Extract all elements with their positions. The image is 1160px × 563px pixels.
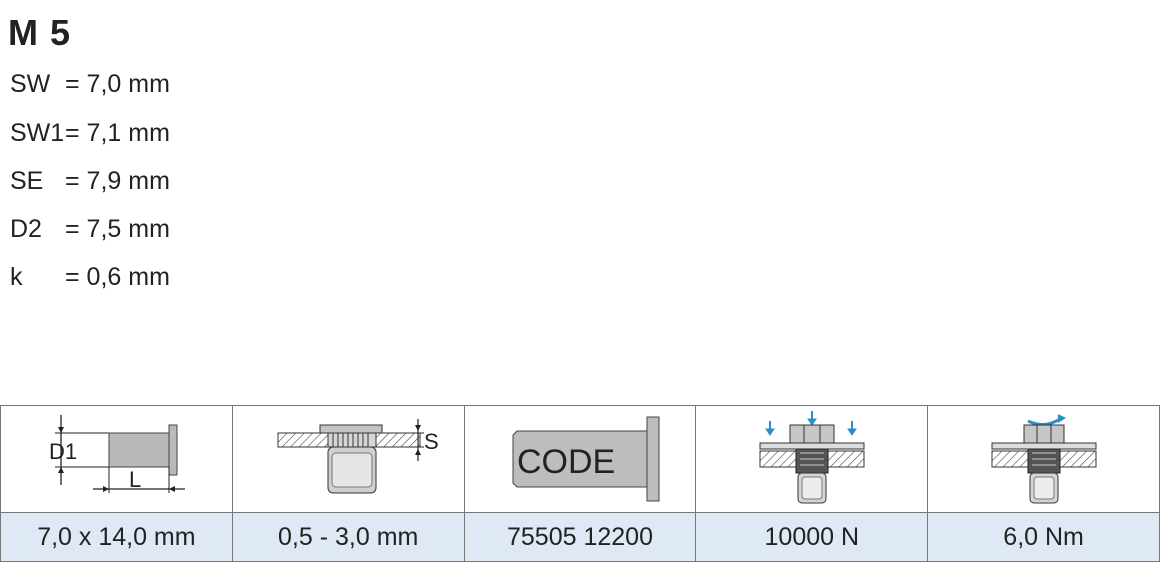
- spec-value: = 0,6 mm: [65, 263, 170, 291]
- torque-value: 6,0 Nm: [927, 512, 1160, 562]
- spec-row-sw: SW = 7,0 mm: [10, 70, 410, 99]
- torque-icon-cell: [927, 405, 1160, 513]
- setting-force-icon: [759, 411, 865, 504]
- code-icon-cell: CODE: [463, 405, 697, 513]
- product-title: M 5: [8, 12, 72, 53]
- spec-key: SE: [10, 167, 44, 195]
- s-label: S: [424, 429, 438, 454]
- rivet-dimensions-icon: D1 L: [49, 415, 186, 493]
- torque-icon: [991, 414, 1097, 504]
- spec-row-k: k = 0,6 mm: [10, 263, 410, 292]
- spec-value: = 7,0 mm: [65, 70, 170, 98]
- value-row: 7,0 x 14,0 mm 0,5 - 3,0 mm 75505 12200 1…: [0, 512, 1160, 562]
- spec-value: = 7,9 mm: [65, 167, 170, 195]
- d1-label: D1: [49, 439, 77, 464]
- article-code-icon: CODE: [512, 416, 660, 502]
- spec-key: SW: [10, 70, 51, 98]
- icon-row: D1 L: [0, 405, 1160, 513]
- code-label: CODE: [517, 443, 615, 481]
- spec-value: = 7,1 mm: [65, 119, 170, 147]
- dimensions-icon-cell: D1 L: [0, 405, 233, 513]
- spec-value: = 7,5 mm: [65, 215, 170, 243]
- setting-force-value: 10000 N: [695, 512, 929, 562]
- grip-range-icon-cell: S: [231, 405, 465, 513]
- spec-table: D1 L: [0, 405, 1160, 562]
- spec-row-d2: D2 = 7,5 mm: [10, 215, 410, 244]
- spec-key: D2: [10, 215, 42, 243]
- grip-range-icon: S: [277, 419, 438, 494]
- spec-row-sw1: SW1 = 7,1 mm: [10, 119, 410, 148]
- spec-row-se: SE = 7,9 mm: [10, 167, 410, 196]
- l-label: L: [129, 467, 141, 492]
- setting-force-icon-cell: [695, 405, 929, 513]
- spec-key: k: [10, 263, 23, 291]
- dimensions-value: 7,0 x 14,0 mm: [0, 512, 233, 562]
- spec-key: SW1: [10, 119, 65, 147]
- grip-range-value: 0,5 - 3,0 mm: [231, 512, 465, 562]
- article-code-value: 75505 12200: [463, 512, 697, 562]
